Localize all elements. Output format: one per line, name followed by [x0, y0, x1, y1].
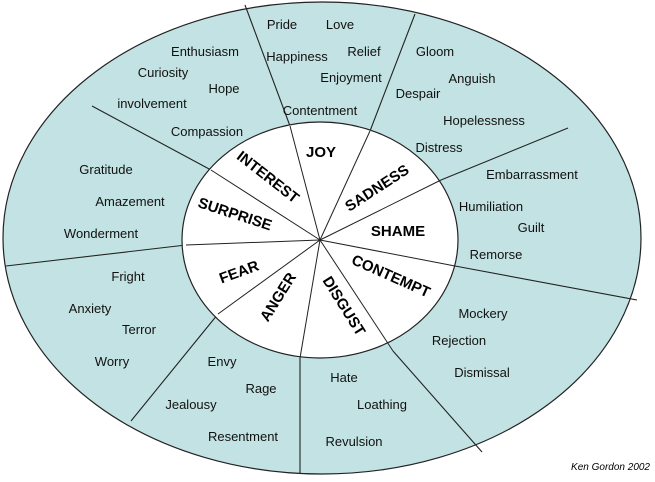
spoke-sadness-shame — [319, 179, 442, 241]
word-revulsion: Revulsion — [325, 434, 382, 449]
word-loathing: Loathing — [357, 397, 407, 412]
spoke-joy-sadness — [319, 130, 371, 241]
word-terror: Terror — [122, 322, 157, 337]
divider-sadness-shame — [440, 127, 569, 181]
secondary-shame: Embarrassment Humiliation Guilt Remorse — [459, 167, 578, 262]
divider-anger-fear — [130, 313, 219, 422]
author-credit: Ken Gordon 2002 — [571, 462, 650, 473]
word-enthusiasm: Enthusiasm — [171, 44, 239, 59]
word-envy: Envy — [208, 354, 237, 369]
word-worry: Worry — [95, 354, 130, 369]
word-guilt: Guilt — [518, 220, 545, 235]
word-curiosity: Curiosity — [138, 65, 189, 80]
word-mockery: Mockery — [458, 306, 508, 321]
spoke-disgust-anger — [299, 239, 321, 359]
word-humiliation: Humiliation — [459, 199, 523, 214]
divider-shame-contempt — [454, 265, 638, 301]
word-pride: Pride — [267, 17, 297, 32]
word-relief: Relief — [347, 44, 381, 59]
secondary-disgust: Hate Loathing Revulsion — [325, 370, 406, 449]
spoke-surprise-interest — [210, 169, 321, 241]
word-contentment: Contentment — [283, 103, 358, 118]
divider-contempt-disgust — [392, 350, 483, 453]
word-gratitude: Gratitude — [79, 162, 132, 177]
word-involvement: involvement — [117, 96, 187, 111]
secondary-contempt: Mockery Rejection Dismissal — [432, 306, 510, 380]
secondary-surprise: Gratitude Amazement Wonderment — [64, 162, 165, 241]
word-despair: Despair — [396, 86, 441, 101]
secondary-interest: Enthusiasm Curiosity Hope involvement Co… — [117, 44, 243, 139]
word-anguish: Anguish — [449, 71, 496, 86]
spoke-shame-contempt — [319, 239, 456, 267]
word-hate: Hate — [330, 370, 357, 385]
word-jealousy: Jealousy — [165, 397, 217, 412]
word-dismissal: Dismissal — [454, 365, 510, 380]
word-hopelessness: Hopelessness — [443, 113, 525, 128]
word-embarrassment: Embarrassment — [486, 167, 578, 182]
word-rejection: Rejection — [432, 333, 486, 348]
word-enjoyment: Enjoyment — [320, 70, 382, 85]
word-gloom: Gloom — [416, 44, 454, 59]
word-distress: Distress — [416, 140, 463, 155]
word-fright: Fright — [111, 269, 145, 284]
secondary-fear: Fright Anxiety Terror Worry — [69, 269, 157, 369]
secondary-anger: Envy Rage Jealousy Resentment — [165, 354, 278, 444]
primary-shame: SHAME — [371, 223, 425, 240]
divider-interest-joy — [244, 4, 291, 127]
word-hope: Hope — [208, 81, 239, 96]
spoke-anger-fear — [217, 239, 321, 315]
word-compassion: Compassion — [171, 124, 243, 139]
secondary-joy: Pride Love Happiness Relief Enjoyment Co… — [266, 17, 382, 118]
word-wonderment: Wonderment — [64, 226, 139, 241]
spoke-interest-joy — [289, 125, 321, 241]
word-resentment: Resentment — [208, 429, 278, 444]
word-remorse: Remorse — [470, 247, 523, 262]
outer-dividers — [5, 4, 638, 474]
word-amazement: Amazement — [95, 194, 165, 209]
spoke-fear-surprise — [185, 239, 321, 246]
inner-spokes — [185, 125, 456, 359]
word-anxiety: Anxiety — [69, 301, 112, 316]
primary-joy: JOY — [306, 144, 336, 161]
divider-fear-surprise — [5, 244, 187, 267]
word-rage: Rage — [245, 381, 276, 396]
word-love: Love — [326, 17, 354, 32]
spoke-contempt-disgust — [319, 239, 394, 352]
divider-joy-sadness — [369, 13, 416, 132]
word-happiness: Happiness — [266, 49, 328, 64]
divider-surprise-interest — [91, 105, 212, 171]
secondary-sadness: Gloom Anguish Despair Hopelessness Distr… — [396, 44, 526, 155]
